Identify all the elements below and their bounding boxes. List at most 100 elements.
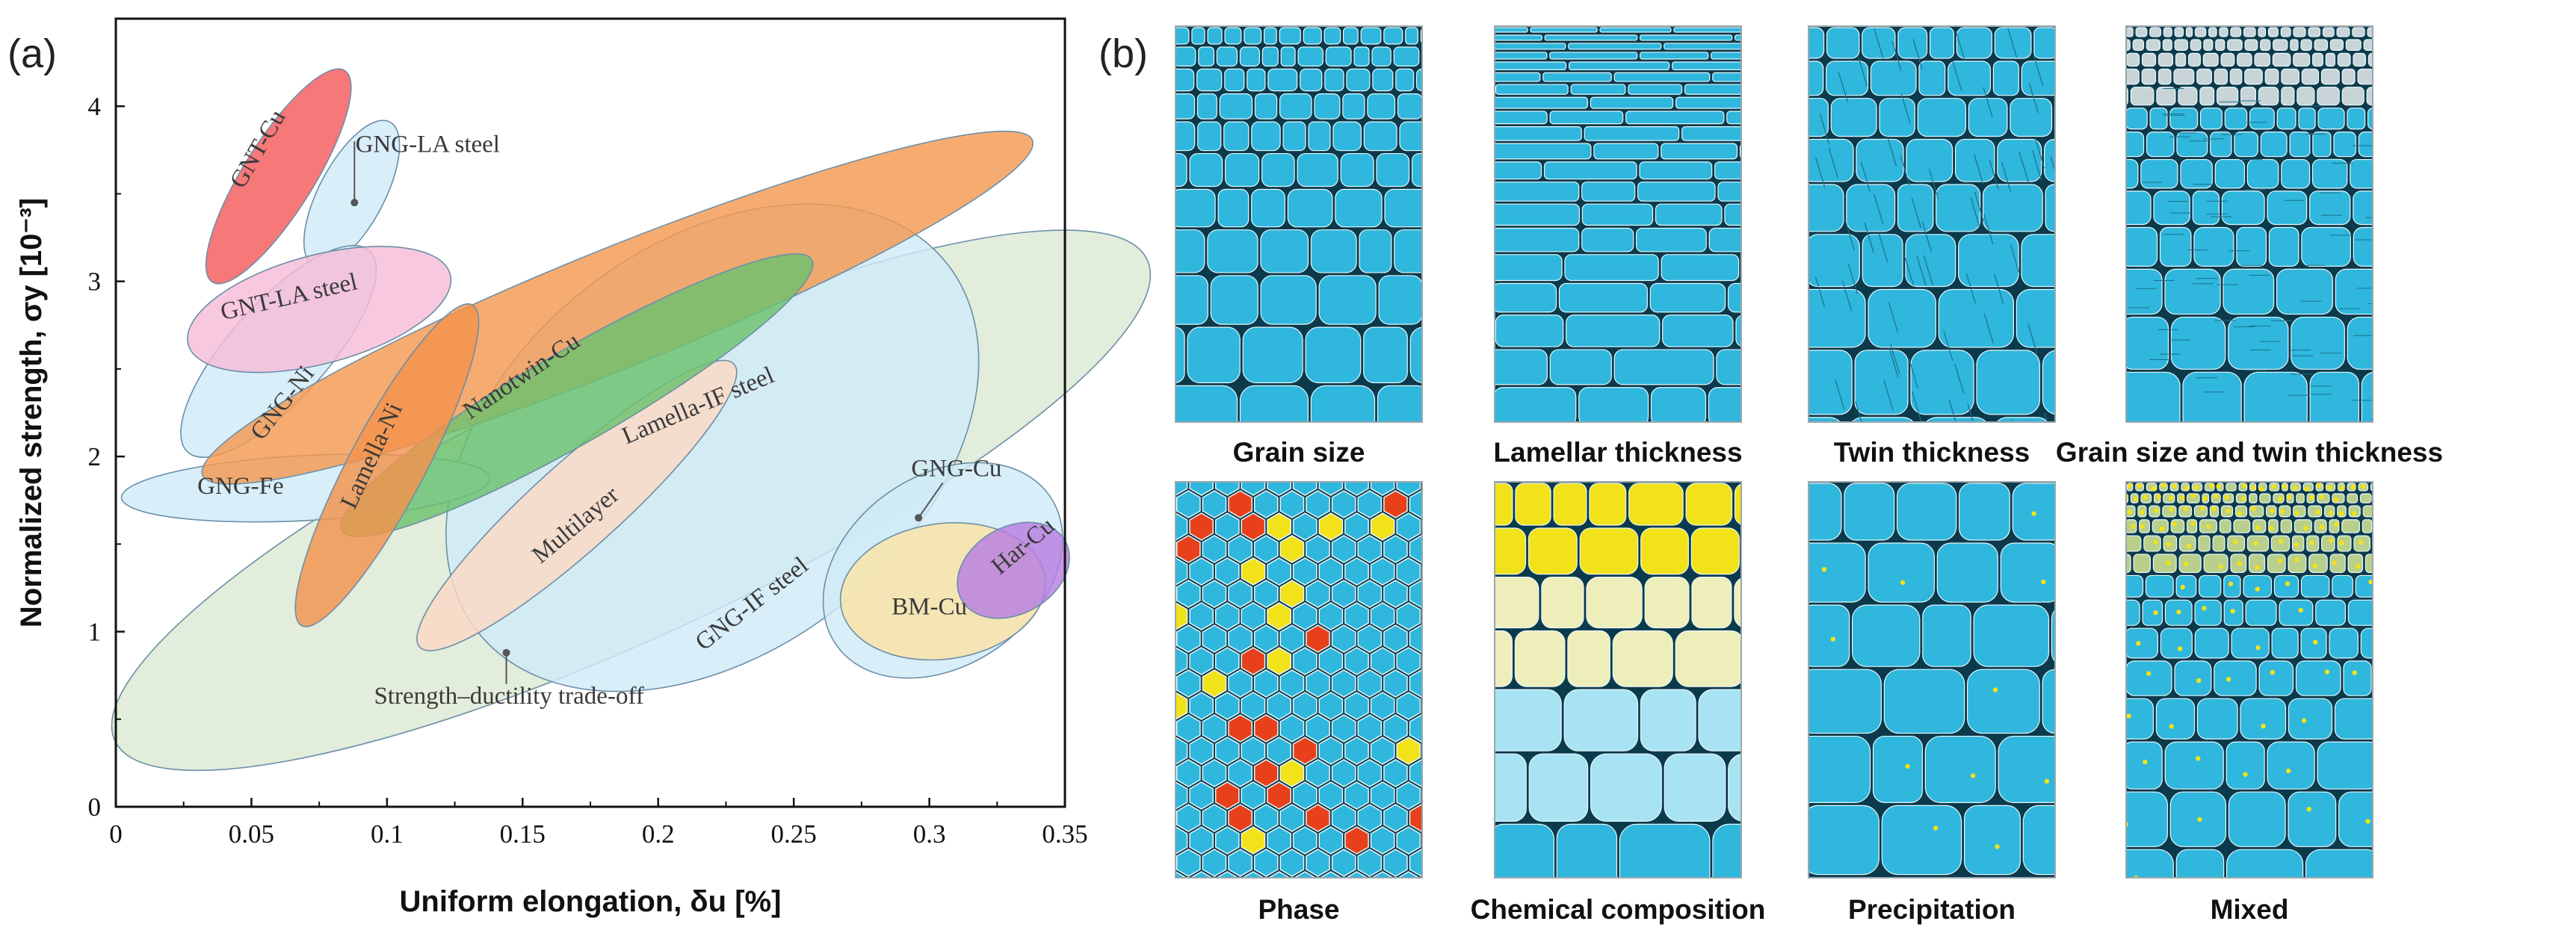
grain [1852,604,1921,667]
grain [2187,52,2201,67]
grain [2152,519,2169,533]
precipitate [2202,605,2207,611]
grain [2163,27,2172,37]
grain [2290,39,2299,51]
phase-grain [1228,669,1253,698]
y-tick-label: 0 [88,793,102,822]
twin-boundary [1908,358,1918,389]
grain [1976,350,2041,415]
tile-twin: Twin thickness [1808,25,2056,468]
grain [1619,823,1711,878]
grain [2178,535,2196,552]
grain [1728,753,1741,822]
twin-boundary [1993,273,2004,304]
precipitate [2365,819,2370,824]
precipitate [2226,677,2231,682]
grain [2202,52,2219,67]
grain [1187,326,1241,383]
phase-grain [1214,602,1240,630]
phase-grain [1214,647,1240,675]
phase-grain [1383,849,1408,877]
twin-boundary [1900,155,1910,186]
grain [2198,535,2211,552]
precipitate [2308,540,2314,545]
grain [1568,43,1662,50]
grain [1735,34,1741,41]
grain [2033,27,2055,59]
grain [2321,535,2335,552]
grain [2320,68,2340,85]
precipitate [1970,773,1976,778]
grain [1405,27,1418,45]
grain [1973,604,2050,667]
twin-boundary [2032,150,2042,181]
precipitate [2226,508,2231,514]
twin-boundary [1954,363,1965,394]
twin-boundary [1912,39,1923,69]
grain [2142,599,2163,626]
grain [1247,68,1266,92]
phase-grain [1202,580,1227,608]
grain [1994,27,2032,59]
grain [1589,483,1627,526]
phase-grain [1318,737,1344,765]
grain [2214,660,2257,696]
precipitate [2169,506,2174,512]
x-tick-label: 0.35 [1042,819,1087,849]
x-tick-label: 0.1 [371,819,404,849]
grain [1176,326,1185,383]
phase-grain [1176,759,1201,787]
precipitate [2243,772,2248,777]
grain [2258,27,2267,37]
grain [2300,574,2330,598]
precipitate [2315,509,2321,515]
twin-boundary [1820,114,1830,145]
grain [2301,226,2351,267]
phase-grain [1241,482,1266,496]
grain [1495,182,1580,202]
phase-grain [1423,827,1446,854]
precipitate [2202,495,2208,501]
grain [1809,138,1854,182]
phase-grain [1370,781,1395,810]
phase-grain [1202,624,1227,653]
precipitate [2255,524,2261,530]
grain [2325,52,2335,67]
grain [1495,96,1588,109]
grain [2295,660,2341,696]
precipitate [2250,485,2256,490]
twin-boundary [1948,400,1956,422]
grain [1716,349,1741,385]
twin-boundary [1989,159,1999,190]
grain [1196,68,1223,92]
phase-grain [1202,714,1227,743]
grain [2288,554,2307,574]
grain [2219,519,2231,533]
grain [1826,27,1860,59]
precipitate [2031,511,2036,516]
grain [1367,93,1396,120]
region-label-bm-cu: BM-Cu [892,594,967,621]
grain [2175,574,2197,598]
grain [1698,689,1741,751]
grain [1176,188,1216,228]
grain [2280,519,2293,533]
phase-grain [1396,826,1421,855]
phase-grain [1292,737,1318,765]
grain [1639,161,1713,180]
grain [1586,577,1643,629]
precipitate [2338,511,2344,516]
precipitate [2159,526,2165,531]
grain [1495,483,1513,526]
grain [2229,68,2243,85]
phase-grain [1331,759,1356,787]
grain [2126,599,2140,626]
grain [1579,527,1639,575]
phase-grain [1370,692,1395,720]
precipitate [2351,484,2356,490]
phase-grain [1318,602,1344,630]
phase-grain [1228,849,1253,877]
grain [2220,52,2235,67]
grain [2210,131,2232,158]
grain [1371,46,1392,66]
